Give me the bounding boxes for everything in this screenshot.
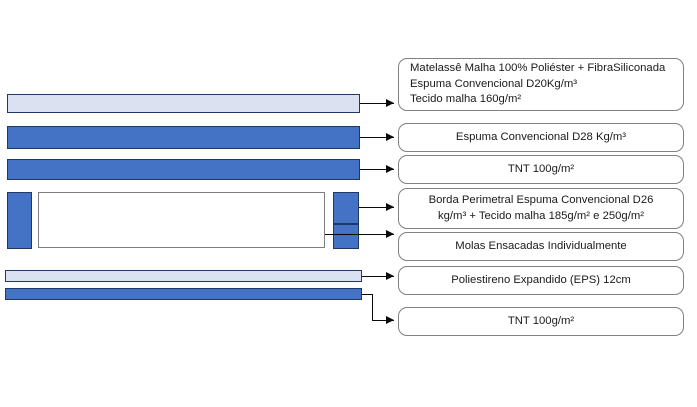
top-cover-layer (7, 94, 360, 113)
label-tnt-lower-line1: TNT 100g/m² (507, 314, 575, 327)
arrow-cover (386, 98, 394, 107)
perimeter-border-left (7, 192, 32, 249)
arrow-border (386, 202, 394, 211)
label-box-foam-d28: Espuma Convencional D28 Kg/m³ (398, 123, 684, 152)
arrow-tnt-lower (386, 315, 394, 324)
tnt-lower-layer (5, 288, 362, 300)
connector-tnt-lower-seg2 (372, 294, 373, 321)
label-border-line1: Borda Perimetral Espuma Convencional D26 (428, 194, 654, 206)
arrow-springs (386, 229, 394, 238)
connector-border (359, 207, 394, 208)
label-box-cover: Matelassê Malha 100% Poliéster + FibraSi… (398, 58, 684, 111)
connector-tnt-upper (360, 169, 394, 170)
label-box-eps: Poliestireno Expandido (EPS) 12cm (398, 266, 684, 295)
label-box-tnt-lower: TNT 100g/m² (398, 307, 684, 336)
label-springs-line1: Molas Ensacadas Individualmente (455, 239, 627, 252)
connector-cover (360, 103, 394, 104)
connector-tnt-lower-seg3 (372, 320, 394, 321)
label-cover-line1: Matelassê Malha 100% Poliéster + FibraSi… (410, 62, 666, 75)
label-box-tnt-upper: TNT 100g/m² (398, 155, 684, 184)
connector-foam-d28 (360, 137, 394, 138)
foam-d28-layer (7, 126, 360, 149)
label-box-springs: Molas Ensacadas Individualmente (398, 232, 684, 261)
label-eps-line1: Poliestireno Expandido (EPS) 12cm (451, 273, 631, 286)
arrow-eps (386, 271, 394, 280)
arrow-foam-d28 (386, 132, 394, 141)
label-tnt-upper-line1: TNT 100g/m² (507, 162, 575, 175)
arrow-tnt-upper (386, 164, 394, 173)
label-border-line2: kg/m³ + Tecido malha 185g/m² e 250g/m² (437, 209, 645, 222)
connector-eps (362, 276, 394, 277)
perimeter-border-right-top (333, 192, 359, 224)
eps-base-layer (5, 270, 362, 282)
connector-springs (325, 234, 394, 235)
label-cover-line2: Espuma Convencional D20Kg/m³ (410, 77, 578, 90)
label-box-border: Borda Perimetral Espuma Convencional D26… (398, 188, 684, 229)
label-cover-line3: Tecido malha 160g/m² (410, 93, 522, 106)
connector-tnt-lower-seg1 (362, 294, 373, 295)
perimeter-border-right-bottom (333, 224, 359, 249)
label-foam-d28-line1: Espuma Convencional D28 Kg/m³ (455, 130, 627, 143)
tnt-upper-layer (7, 159, 360, 180)
spring-core (38, 192, 325, 248)
